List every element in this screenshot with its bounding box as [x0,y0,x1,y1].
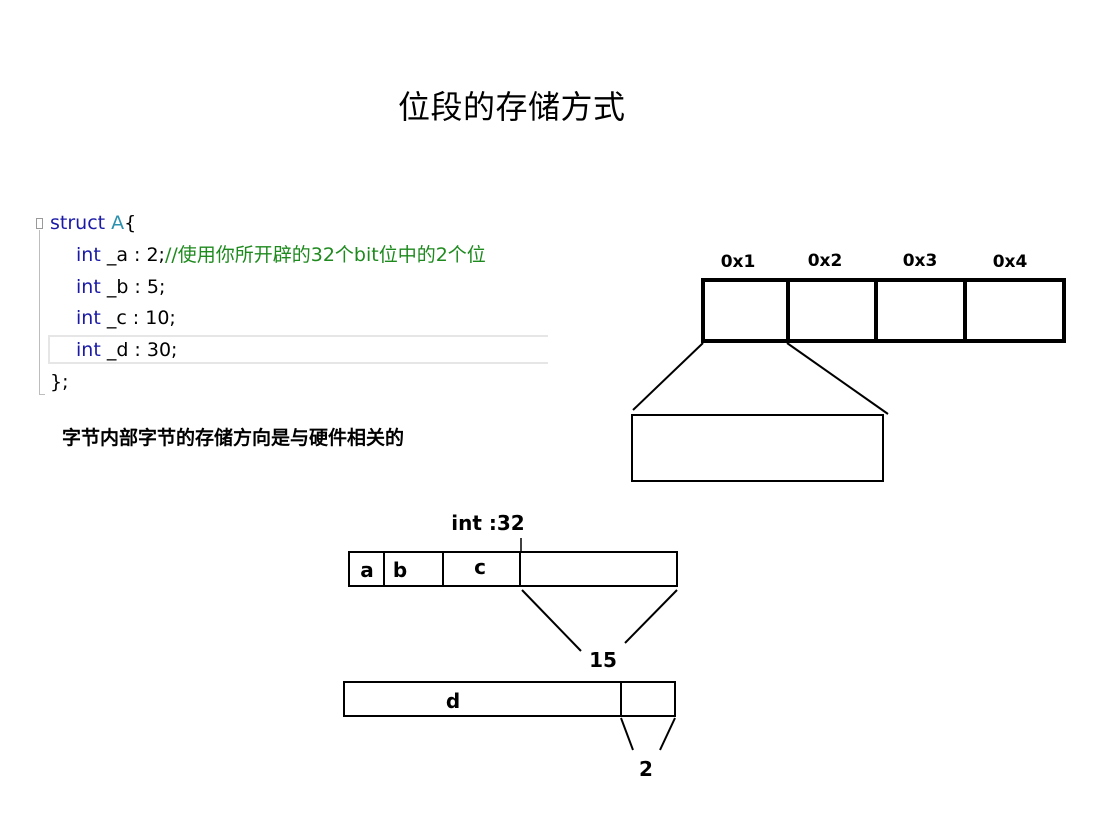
byte-zoom-box [631,414,884,482]
code-line-d: int _d : 30; [76,335,177,366]
int-block [348,551,678,587]
open-brace: { [124,212,137,234]
d-block-outline [343,681,676,717]
struct-name: A [111,212,125,234]
remaining-bits-label: 2 [639,757,653,781]
fold-guide-end [39,394,45,395]
field-decl: _b : 5; [100,276,166,298]
type-keyword: int [76,307,101,329]
page-title: 位段的存储方式 [398,88,626,126]
int-block-outline [348,551,678,587]
zoom-line [632,342,704,411]
fold-guide [39,230,40,394]
d-block [343,681,676,717]
address-label: 0x4 [993,252,1028,272]
code-snippet: struct A{ int _a : 2;//使用你所开辟的32个bit位中的2… [36,208,548,400]
brace-line [620,717,634,751]
brace-line [521,589,582,652]
type-keyword: int [76,276,101,298]
byte-cell [874,278,967,343]
fold-toggle-icon[interactable] [36,218,43,229]
field-label-b: b [393,558,407,582]
field-decl: _d : 30; [100,339,178,361]
address-label: 0x2 [808,251,843,271]
field-label-a: a [360,558,374,582]
address-label: 0x3 [903,251,938,271]
field-decl: _a : 2; [100,244,165,266]
byte-cell [786,278,878,343]
remaining-bits-label: 15 [589,648,617,672]
code-line-a: int _a : 2;//使用你所开辟的32个bit位中的2个位 [76,240,486,271]
type-keyword: int [76,244,101,266]
byte-cell [963,278,1066,343]
type-keyword: int [76,339,101,361]
brace-line [659,717,676,751]
zoom-line [786,342,889,415]
address-label: 0x1 [721,252,756,272]
field-label-d: d [446,689,460,713]
struct-keyword: struct [50,212,106,234]
byte-cell [701,278,790,343]
code-line-struct: struct A{ [50,208,136,239]
field-label-c: c [474,555,486,579]
code-line-close: }; [50,371,69,393]
byte-cells [701,278,1066,343]
code-line-c: int _c : 10; [76,303,176,334]
field-decl: _c : 10; [100,307,176,329]
code-comment: //使用你所开辟的32个bit位中的2个位 [164,244,486,266]
hardware-note: 字节内部字节的存储方向是与硬件相关的 [62,427,405,449]
brace-line [624,589,678,644]
int-size-label: int :32 [451,511,524,535]
code-line-b: int _b : 5; [76,272,165,303]
current-line-highlight [48,335,548,364]
